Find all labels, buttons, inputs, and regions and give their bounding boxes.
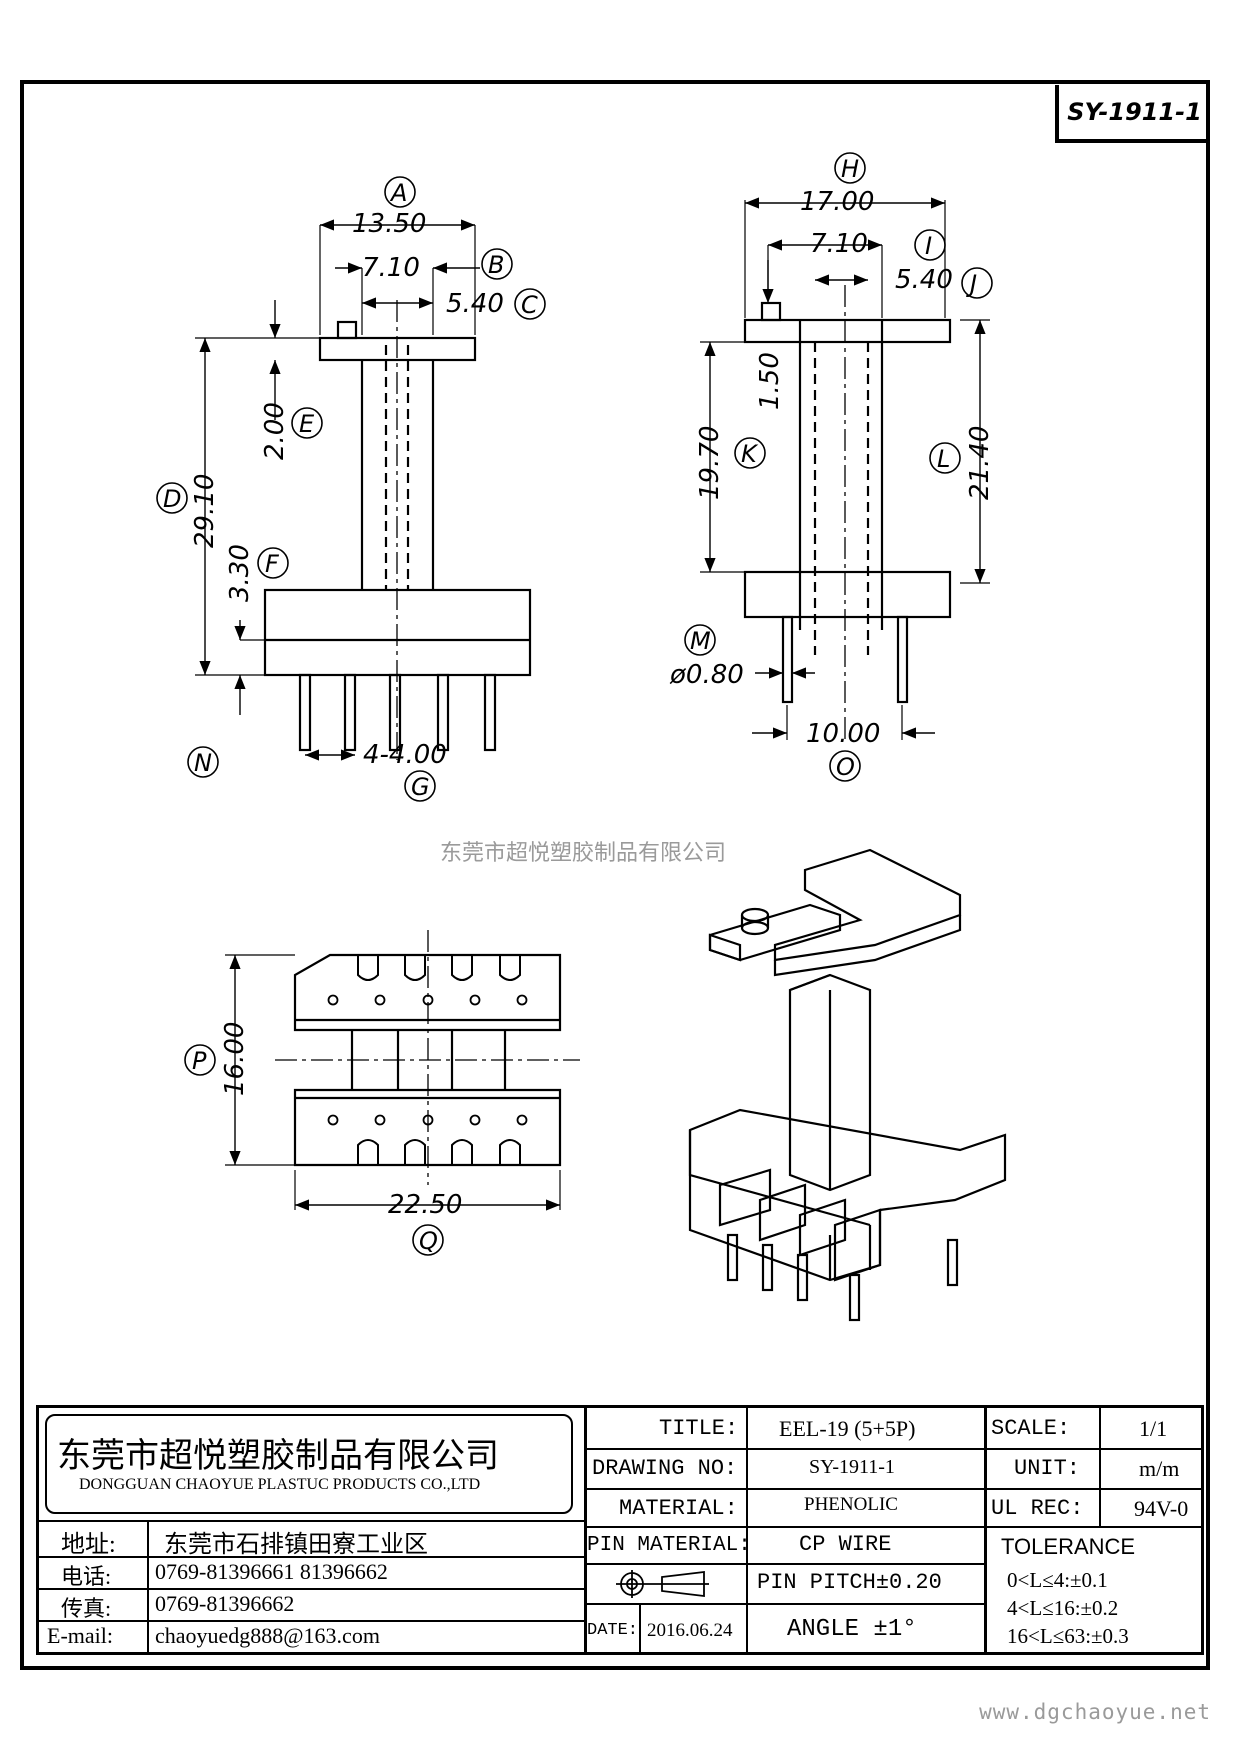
unit-value: m/m	[1139, 1456, 1180, 1481]
title-label: TITLE:	[659, 1416, 739, 1441]
unit-label: UNIT:	[1014, 1456, 1081, 1481]
drawing-no-label: DRAWING NO:	[592, 1456, 738, 1481]
material-value: PHENOLIC	[804, 1494, 898, 1515]
dim-c-text: 5.40	[446, 289, 504, 319]
pin-material-value: CP WIRE	[799, 1532, 892, 1557]
ul-value: 94V-0	[1134, 1496, 1189, 1521]
tolerance-2: 4<L≤16:±0.2	[1007, 1596, 1119, 1620]
dim-p-text: 16.00	[220, 1022, 250, 1096]
title-block: 东莞市超悦塑胶制品有限公司 DONGGUAN CHAOYUE PLASTUC P…	[36, 1405, 1204, 1655]
label-letters: A B C D E F G N H I J K L M O P Q	[163, 155, 977, 1255]
label-o: O	[836, 753, 855, 781]
label-p: P	[192, 1047, 207, 1075]
phone-label: 电话:	[61, 1564, 112, 1589]
label-i: I	[925, 232, 932, 260]
label-a: A	[389, 179, 407, 207]
front-view	[195, 219, 532, 761]
tolerance-label: TOLERANCE	[1001, 1534, 1136, 1559]
label-h: H	[841, 155, 859, 183]
angle-value: ANGLE ±1°	[787, 1616, 917, 1643]
address-label: 地址:	[61, 1532, 116, 1558]
drawing-frame	[20, 80, 1210, 1670]
side-view	[700, 197, 990, 740]
website-text: www.dgchaoyue.net	[979, 1700, 1211, 1724]
dim-a-text: 13.50	[352, 209, 426, 239]
label-g: G	[411, 773, 430, 801]
label-b: B	[488, 251, 504, 279]
label-k: K	[741, 440, 759, 468]
label-f: F	[265, 550, 280, 578]
tolerance-1: 0<L≤4:±0.1	[1007, 1568, 1108, 1592]
fax-value: 0769-81396662	[155, 1591, 295, 1616]
company-name-en: DONGGUAN CHAOYUE PLASTUC PRODUCTS CO.,LT…	[79, 1476, 481, 1493]
dim-f-text: 3.30	[225, 544, 255, 602]
isometric-view	[688, 848, 1007, 1322]
date-value: 2016.06.24	[647, 1620, 733, 1641]
label-c: C	[521, 291, 538, 319]
drawing-no-value: SY-1911-1	[809, 1456, 895, 1478]
dim-b-text: 7.10	[362, 253, 420, 283]
title-value: EEL-19 (5+5P)	[779, 1416, 916, 1441]
label-circles	[156, 152, 993, 1256]
drawing-number-tag: SY-1911-1	[1055, 85, 1210, 143]
scale-label: SCALE:	[991, 1416, 1071, 1441]
label-m: M	[690, 627, 711, 655]
dim-e-text: 2.00	[260, 402, 290, 460]
dim-d-text: 29.10	[190, 474, 220, 548]
fax-label: 传真:	[61, 1596, 112, 1621]
dim-g-text: 4-4.00	[363, 740, 447, 770]
label-e: E	[299, 410, 315, 438]
dim-k2-text: 1.50	[755, 352, 785, 410]
dim-k-text: 19.70	[695, 426, 725, 500]
email-value: chaoyuedg888@163.com	[155, 1623, 380, 1648]
label-n: N	[194, 749, 212, 777]
company-name-cn: 东莞市超悦塑胶制品有限公司	[57, 1438, 499, 1475]
ul-label: UL REC:	[991, 1496, 1084, 1521]
pin-pitch-value: PIN PITCH±0.20	[757, 1570, 942, 1595]
dim-o-text: 10.00	[806, 719, 880, 749]
dim-q-text: 22.50	[388, 1190, 462, 1220]
pin-material-label: PIN MATERIAL:	[587, 1534, 751, 1557]
material-label: MATERIAL:	[619, 1496, 738, 1521]
dim-i-text: 7.10	[810, 229, 868, 259]
front-view-dimensions: 13.50 7.10 5.40 29.10 2.00 3.30 4-4.00	[190, 209, 504, 770]
tolerance-3: 16<L≤63:±0.3	[1007, 1624, 1129, 1648]
label-j: J	[966, 270, 977, 298]
label-q: Q	[419, 1227, 438, 1255]
bottom-view-dimensions: 16.00 22.50	[220, 1022, 462, 1220]
side-view-dimensions: 17.00 7.10 5.40 19.70 1.50 21.40 ø0.80 1…	[669, 187, 995, 749]
technical-drawing: 13.50 7.10 5.40 29.10 2.00 3.30 4-4.00 1…	[156, 152, 1007, 1322]
dim-j-text: 5.40	[895, 265, 953, 295]
scale-value: 1/1	[1139, 1416, 1168, 1441]
dim-l-text: 21.40	[965, 426, 995, 500]
dim-m-text: ø0.80	[669, 660, 744, 690]
bottom-view	[225, 930, 580, 1211]
company-box	[45, 1414, 573, 1514]
label-l: L	[937, 445, 950, 473]
phone-value: 0769-81396661 81396662	[155, 1559, 388, 1584]
email-label: E-mail:	[47, 1623, 113, 1648]
dim-h-text: 17.00	[800, 187, 874, 217]
watermark-text: 东莞市超悦塑胶制品有限公司	[440, 841, 727, 866]
label-d: D	[163, 485, 181, 513]
projection-symbol	[616, 1570, 709, 1598]
date-label: DATE:	[587, 1621, 639, 1640]
address-value: 东莞市石排镇田寮工业区	[164, 1532, 428, 1558]
